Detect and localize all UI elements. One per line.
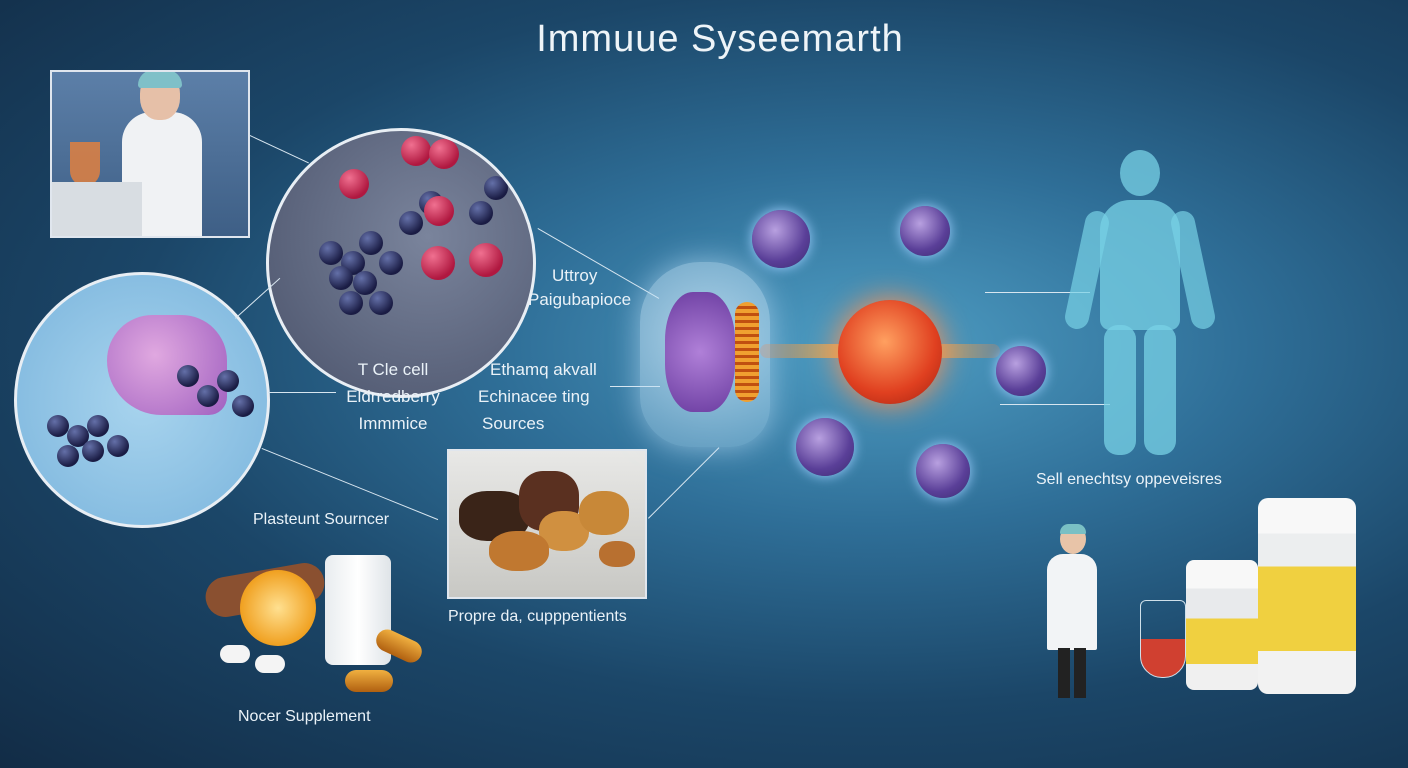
elderberry-image — [266, 128, 536, 398]
label-sell: Sell enechtsy oppeveisres — [1036, 471, 1222, 488]
label-line: Ethamq akvall — [490, 360, 597, 379]
scientist-illustration — [1042, 524, 1102, 700]
connector-line — [1000, 404, 1110, 405]
supplement-bottle-small — [1186, 560, 1258, 690]
page-title: Immuue Syseemarth — [536, 18, 904, 60]
supplement-bottle-large — [1258, 498, 1356, 694]
connector-line — [648, 447, 720, 519]
label-line: Immmice — [358, 414, 428, 433]
central-cell — [838, 300, 942, 404]
label-line: Echinacee ting — [478, 387, 590, 406]
label-t-cell: T Cle cell Eldrredberry Immmice — [338, 356, 448, 437]
connector-line — [268, 392, 336, 393]
label-line: T Cle cell — [357, 360, 429, 379]
label-plant-source: Plasteunt Sourncer — [253, 511, 390, 528]
label-echinacea: Ethamq akvall Echinacee ting Sources — [478, 356, 597, 437]
scientist-photo — [50, 70, 250, 238]
connector-line — [985, 292, 1090, 293]
immune-cell — [916, 444, 970, 498]
supplements-illustration — [200, 550, 440, 700]
connector-line — [610, 386, 660, 387]
label-paigubapioce: Paigubapioce — [528, 290, 632, 309]
immune-cell — [900, 206, 950, 256]
immune-cell — [796, 418, 854, 476]
label-uttroy: Uttroy — [552, 266, 598, 285]
flask-icon — [1140, 600, 1186, 678]
head-silhouette — [640, 262, 770, 447]
label-nocer-supplement: Nocer Supplement — [238, 708, 371, 725]
herbs-photo — [447, 449, 647, 599]
label-line: Eldrredberry — [346, 387, 440, 406]
human-body-figure — [1062, 150, 1218, 460]
immune-cell — [752, 210, 810, 268]
connector-line — [249, 135, 309, 164]
label-propre: Propre da, cupppentients — [448, 608, 627, 625]
label-line: Sources — [482, 414, 545, 433]
immune-cell — [996, 346, 1046, 396]
immune-cell-berry-image — [14, 272, 270, 528]
